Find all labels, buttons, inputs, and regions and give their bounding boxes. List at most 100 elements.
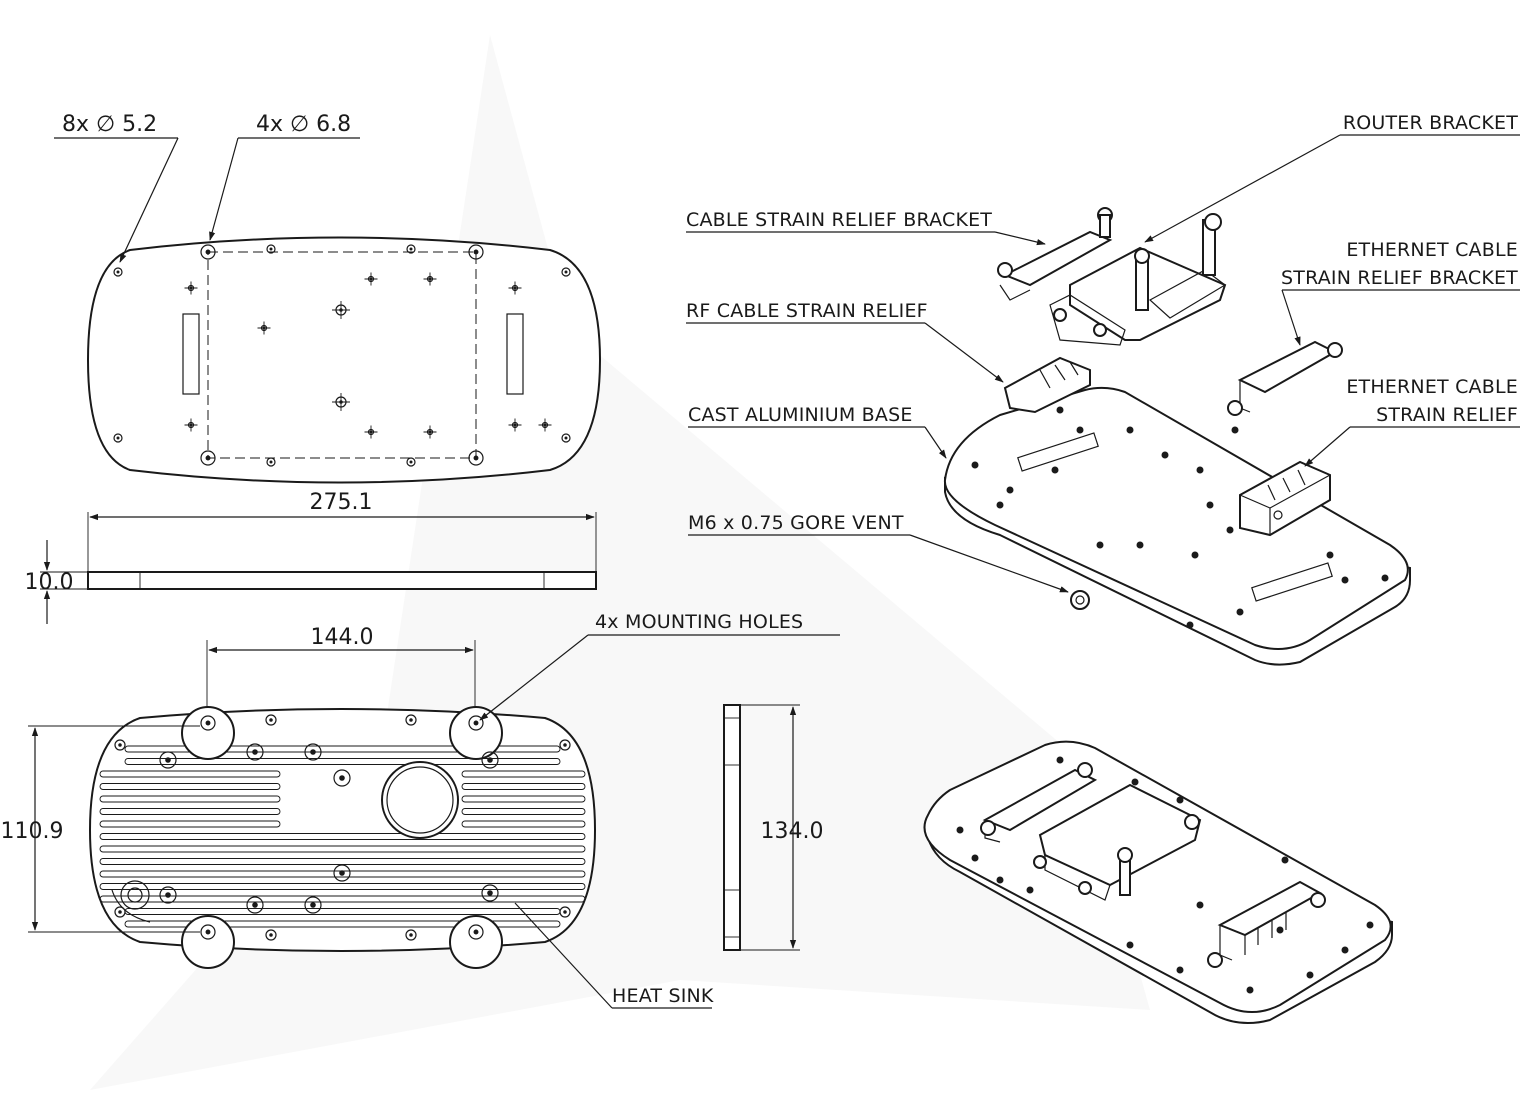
mounting-boss <box>181 706 235 760</box>
small-hole <box>113 433 123 443</box>
fin <box>461 783 586 790</box>
base-hole <box>1126 941 1134 949</box>
large-hole <box>468 244 484 260</box>
callout-ethernet-cable-strain-relief: ETHERNET CABLE STRAIN RELIEF <box>1304 376 1520 467</box>
small-hole-center <box>409 460 413 464</box>
holes-large-label: 4x ∅ 6.8 <box>256 112 351 137</box>
fin <box>99 820 281 828</box>
base-hole <box>1051 466 1059 474</box>
base-hole <box>971 461 979 469</box>
cross-mark-crosshair <box>423 425 437 439</box>
base-hole <box>1196 466 1204 474</box>
callout-gore-vent: M6 x 0.75 GORE VENT <box>688 512 1069 593</box>
top-view <box>86 236 602 484</box>
boss-hole-center <box>165 757 171 763</box>
small-hole <box>406 244 416 254</box>
cross-mark-crosshair <box>184 281 198 295</box>
small-hole-center <box>118 910 122 914</box>
boss-hole <box>159 751 177 769</box>
base-hole <box>1281 856 1289 864</box>
side-view: 275.1 10.0 <box>25 490 597 624</box>
base-hole <box>1381 574 1389 582</box>
overall-length-dim: 275.1 <box>310 490 373 515</box>
base-hole <box>1231 426 1239 434</box>
center-hole-crosshair <box>332 393 350 411</box>
holes-small-label: 8x ∅ 5.2 <box>62 112 157 137</box>
fin <box>99 795 281 803</box>
heat-sink-label: HEAT SINK <box>612 985 714 1007</box>
cross-mark-crosshair <box>423 272 437 286</box>
fin <box>99 783 281 790</box>
boss-hole <box>304 743 322 761</box>
boss-hole-center <box>165 892 171 898</box>
fin <box>461 770 586 778</box>
ethernet-relief-label-1: ETHERNET CABLE <box>1346 376 1518 398</box>
callout-ethernet-cable-strain-relief-bracket: ETHERNET CABLE STRAIN RELIEF BRACKET <box>1281 239 1520 346</box>
small-hole <box>265 929 277 941</box>
small-hole <box>266 244 276 254</box>
base-hole <box>956 826 964 834</box>
large-hole-center <box>205 455 211 461</box>
mounting-hole <box>200 715 216 731</box>
base-hole <box>996 501 1004 509</box>
boss-hole-center <box>487 890 493 896</box>
base-hole <box>1276 926 1284 934</box>
mounting-hole-center <box>205 720 211 726</box>
small-hole <box>406 457 416 467</box>
cross-mark-crosshair <box>364 425 378 439</box>
base-hole <box>1226 526 1234 534</box>
callout-mounting-holes: 4x MOUNTING HOLES <box>479 611 840 721</box>
boss-hole <box>304 896 322 914</box>
small-hole <box>561 433 571 443</box>
boss-hole-center <box>310 749 316 755</box>
mounting-hole <box>468 924 484 940</box>
base-hole <box>1236 608 1244 616</box>
boss-hole-center <box>310 902 316 908</box>
callout-cable-strain-relief-bracket: CABLE STRAIN RELIEF BRACKET <box>686 209 1046 246</box>
base-hole <box>1206 501 1214 509</box>
small-hole <box>265 714 277 726</box>
fin <box>124 758 561 765</box>
mounting-hole-center <box>473 929 479 935</box>
base-hole <box>1306 971 1314 979</box>
base-hole <box>1126 426 1134 434</box>
small-hole-center <box>269 460 273 464</box>
base-hole <box>1136 541 1144 549</box>
base-hole <box>1341 576 1349 584</box>
boss-hole-center <box>487 757 493 763</box>
base-hole <box>1176 966 1184 974</box>
callout-cast-aluminium-base: CAST ALUMINIUM BASE <box>688 404 947 459</box>
small-hole <box>114 739 126 751</box>
rf-cable-strain-relief-label: RF CABLE STRAIN RELIEF <box>686 300 928 322</box>
cable-strain-relief-bracket-label: CABLE STRAIN RELIEF BRACKET <box>686 209 992 231</box>
base-hole <box>1196 901 1204 909</box>
fin <box>99 883 586 890</box>
fin <box>461 795 586 803</box>
small-hole-center <box>563 910 567 914</box>
ethernet-bracket-label-1: ETHERNET CABLE <box>1346 239 1518 261</box>
base-hole <box>1176 796 1184 804</box>
small-hole-center <box>409 718 413 722</box>
mounting-hole <box>200 924 216 940</box>
large-hole <box>200 450 216 466</box>
boss-hole-center <box>339 775 345 781</box>
cross-mark-crosshair <box>184 418 198 432</box>
base-hole <box>1096 541 1104 549</box>
cast-aluminium-base-label: CAST ALUMINIUM BASE <box>688 404 913 426</box>
mounting-boss <box>449 706 503 760</box>
base-hole <box>1076 426 1084 434</box>
small-hole-center <box>409 933 413 937</box>
cross-mark-crosshair <box>364 272 378 286</box>
base-hole <box>1186 621 1194 629</box>
small-hole <box>114 906 126 918</box>
base-hole <box>1366 921 1374 929</box>
fin <box>99 770 281 778</box>
callout-rf-cable-strain-relief: RF CABLE STRAIN RELIEF <box>686 300 1004 383</box>
small-hole <box>113 267 123 277</box>
base-hole <box>971 854 979 862</box>
base-hole <box>1246 986 1254 994</box>
fin <box>124 920 561 928</box>
base-hole <box>1161 451 1169 459</box>
boss-hole <box>481 884 499 902</box>
